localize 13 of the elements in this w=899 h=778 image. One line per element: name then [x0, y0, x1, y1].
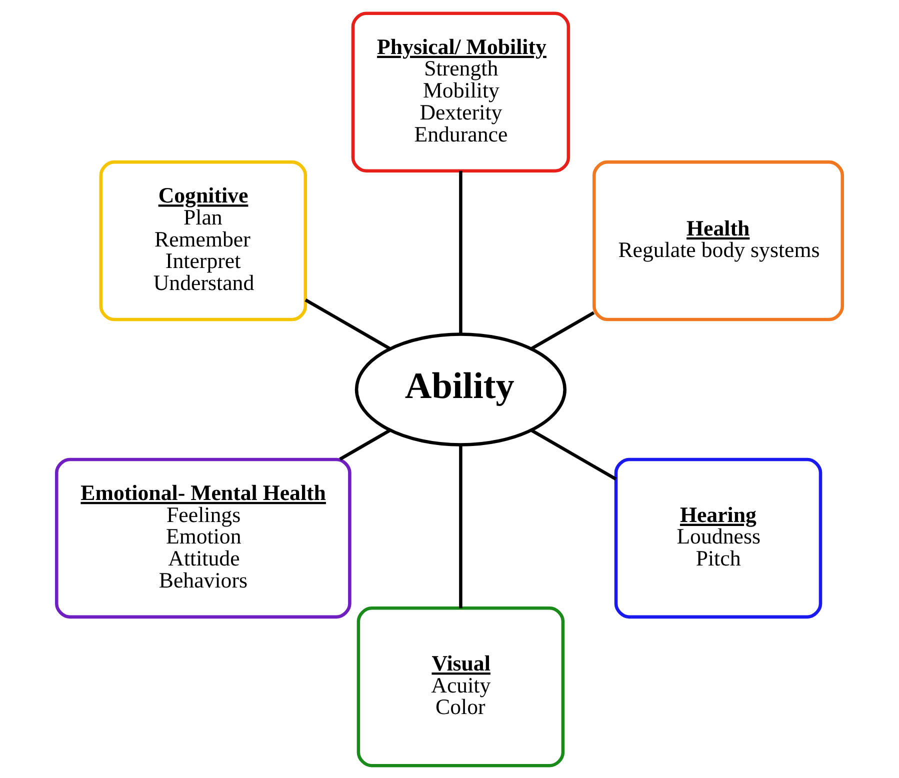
node-box: Health Regulate body systems [592, 160, 844, 321]
connector [530, 428, 617, 480]
node-box: Hearing Loudness Pitch [614, 457, 822, 618]
connector [530, 310, 595, 350]
connector [459, 170, 462, 334]
node-box: Emotional- Mental Health Feelings Emotion Attitude Behaviors [54, 457, 352, 618]
connector [339, 428, 391, 460]
connector [304, 298, 391, 350]
node-box: Visual Acuity Color [356, 606, 565, 767]
node-box: Cognitive Plan Remember Interpret Understand [99, 160, 308, 321]
connector [459, 444, 462, 608]
node-ellipse: Ability [354, 332, 566, 446]
node-box: Physical/ Mobility Strength Mobility Dexterity Endurance [351, 11, 570, 172]
